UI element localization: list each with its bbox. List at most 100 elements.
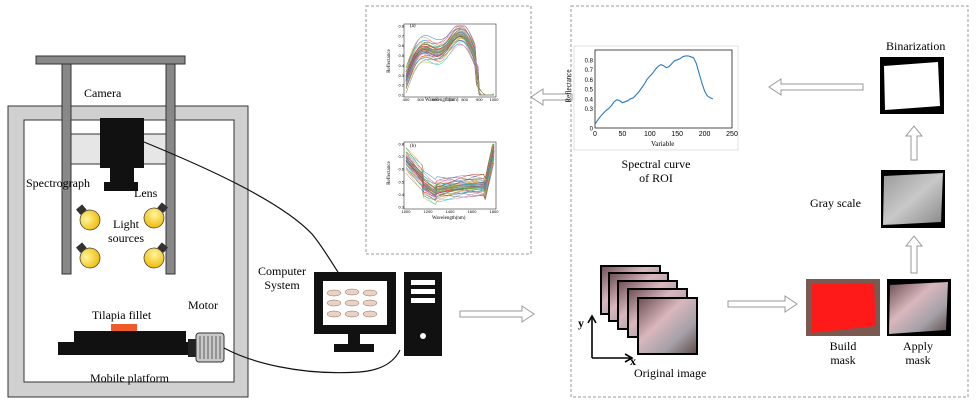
spectra-xtick: 900 — [476, 97, 483, 102]
flow-arrows — [459, 78, 924, 323]
build-mask-image — [806, 279, 880, 336]
spectrum-line — [405, 158, 495, 199]
spectrograph-label: Spectrograph — [26, 176, 90, 190]
roi-ytick: 0.5 — [585, 88, 594, 94]
apply-mask-image — [887, 279, 951, 336]
gray-scale-label: Gray scale — [810, 196, 861, 210]
camera-label: Camera — [84, 86, 122, 100]
roi-xtick: 200 — [699, 131, 711, 138]
spectra-ytick: 0.3 — [398, 73, 404, 78]
original-image-label: Original image — [634, 366, 707, 380]
computer-system-label: Computer System — [254, 264, 310, 292]
original-image-stack — [600, 265, 698, 355]
computer-label-line2: System — [264, 278, 300, 292]
roi-xlabel: Variable — [651, 140, 675, 148]
spectra-xtick: 1800 — [490, 209, 500, 214]
roi-ytick: 0.4 — [585, 97, 594, 103]
light-label-line1: Light — [113, 217, 139, 231]
camera-mount — [35, 55, 186, 275]
binarization-image — [880, 57, 944, 114]
computer-label-line1: Computer — [258, 264, 306, 278]
spectra-xtick: 1400 — [446, 209, 456, 214]
axis-y-label: y — [578, 316, 584, 330]
monitor-fillet-thumbnails — [326, 288, 378, 318]
spectra-ytick: 0.5 — [398, 53, 404, 58]
build-mask-label: Build mask — [818, 339, 868, 367]
mobile-platform-label: Mobile platform — [90, 371, 169, 385]
motor-label: Motor — [188, 298, 218, 312]
build-label-line2: mask — [830, 353, 856, 367]
camera-body — [100, 118, 144, 168]
build-label-line1: Build — [829, 339, 857, 353]
spectra-xtick: 1200 — [424, 209, 434, 214]
camera-neck — [110, 168, 134, 182]
apply-label-line1: Apply — [903, 339, 933, 353]
spectra-a-ylabel: Reflectance — [386, 49, 392, 73]
image-axes — [587, 314, 634, 363]
roi-xtick: 150 — [671, 131, 683, 138]
spectra-ytick: 0.6 — [398, 43, 404, 48]
spectra-ytick: 0.6 — [398, 167, 404, 172]
spectrum-line — [405, 36, 494, 96]
apply-label-line2: mask — [905, 353, 931, 367]
light-source-bulb — [76, 202, 168, 269]
light-sources-label: Light sources — [104, 217, 148, 245]
spectra-xtick: 400 — [403, 97, 410, 102]
spectra-xtick: 1000 — [402, 209, 412, 214]
roi-xtick: 250 — [726, 131, 738, 138]
spectrum-line — [405, 153, 495, 206]
roi-ytick: 0 — [590, 127, 594, 133]
spectra-xtick: 1600 — [468, 209, 478, 214]
spectra-panel — [365, 5, 532, 255]
spectra-xtick: 1000 — [490, 97, 500, 102]
spectral-curve-roi-label: Spectral curve of ROI — [606, 157, 706, 185]
processing-panel — [570, 5, 969, 398]
spectra-xtick: 500 — [417, 97, 424, 102]
spectrum-line — [405, 152, 495, 202]
spectrum-line — [405, 143, 495, 192]
tilapia-fillet-sample — [111, 324, 137, 331]
camera-cable — [143, 141, 339, 273]
spectra-ytick: 0.7 — [398, 154, 404, 159]
spectra-ytick: 0.4 — [398, 192, 404, 197]
spectra-ytick: 0.3 — [398, 205, 404, 210]
light-label-line2: sources — [108, 231, 144, 245]
computer-tower — [404, 272, 442, 356]
arrow-computer-to-images — [459, 305, 535, 323]
motor — [188, 332, 225, 363]
arrow-roi-to-spectra — [530, 88, 573, 106]
spectra-b-xlabel: Wavelength(nm) — [432, 216, 466, 221]
mobile-platform — [58, 331, 188, 355]
spectrum-line — [405, 155, 495, 199]
apply-mask-label: Apply mask — [893, 339, 943, 367]
roi-ylabel: Reflectance — [564, 69, 573, 103]
lens — [104, 182, 138, 191]
motor-cable — [223, 347, 401, 374]
spectra-b-ylabel: Reflectance — [386, 161, 392, 185]
arrow-images-to-build-mask — [727, 295, 798, 313]
tilapia-fillet-label: Tilapia fillet — [92, 308, 152, 322]
spectrum-line — [405, 152, 495, 197]
spectra-ytick: 0.4 — [398, 63, 404, 68]
roi-xtick: 0 — [593, 131, 597, 138]
spectra-xtick: 600 — [432, 97, 439, 102]
arrow-gray-to-binarization — [904, 125, 924, 161]
gray-scale-image — [881, 170, 945, 228]
spectra-ytick: 0.1 — [398, 93, 404, 98]
axis-x-label: x — [630, 354, 636, 368]
roi-ytick: 0.7 — [585, 68, 594, 74]
spectra-ytick: 0.8 — [398, 142, 404, 147]
roi-ytick: 0.6 — [585, 78, 594, 84]
lens-label: Lens — [134, 186, 158, 200]
spectra-ytick: 0.7 — [398, 33, 404, 38]
spectra-ytick: 0.8 — [398, 24, 404, 29]
roi-label-line1: Spectral curve — [621, 157, 691, 171]
roi-spectral-curve — [594, 55, 713, 125]
spectrum-line — [405, 152, 495, 202]
roi-xtick: 100 — [644, 131, 656, 138]
spectra-ytick: 0.2 — [398, 83, 404, 88]
spectrum-line — [405, 148, 495, 189]
